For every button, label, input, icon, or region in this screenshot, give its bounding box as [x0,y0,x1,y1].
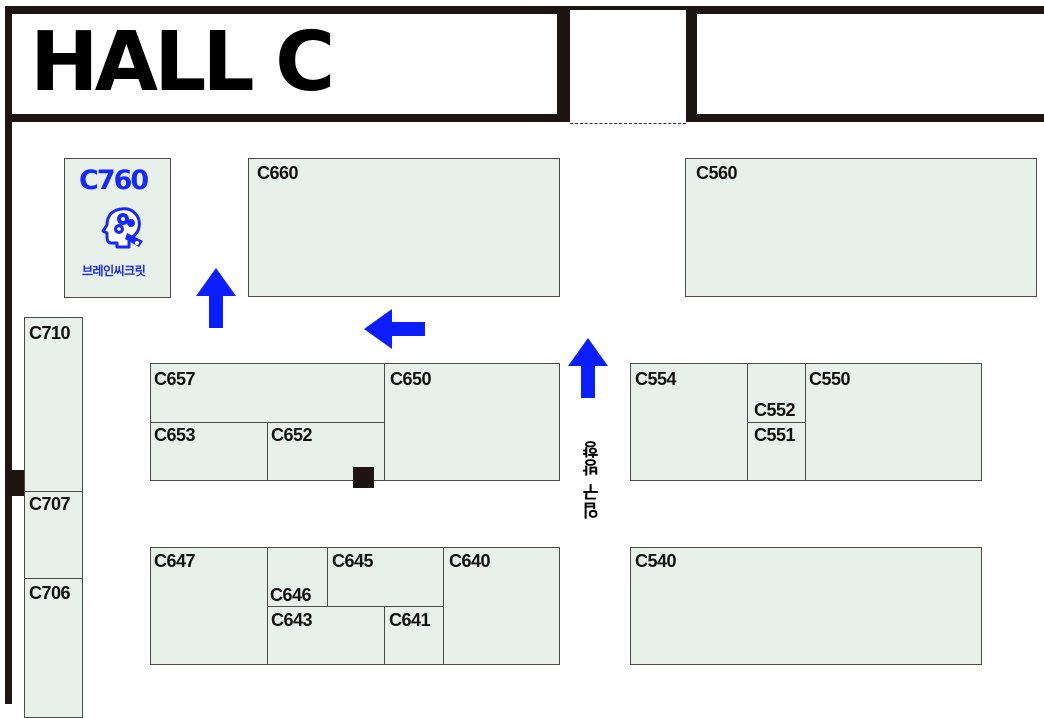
booth-c645[interactable]: C645 [327,547,444,607]
booth-c550-label: C550 [809,369,851,389]
booth-c653[interactable]: C653 [150,422,268,481]
booth-c540[interactable]: C540 [630,547,982,665]
top-right-frame [690,6,1044,122]
booth-c550[interactable]: C550 [805,363,982,481]
booth-c540-label: C540 [635,551,677,571]
booth-c652[interactable]: C652 [267,422,385,481]
booth-c653-label: C653 [154,425,196,445]
booth-c640[interactable]: C640 [443,547,560,665]
booth-c646-label: C646 [270,585,312,605]
booth-c643-label: C643 [271,610,313,630]
left-wall [5,120,12,704]
booth-c647-label: C647 [154,551,196,571]
booth-c660[interactable]: C660 [248,158,560,297]
entrance-direction-label: 입구 방향 [583,440,603,519]
booth-c641-label: C641 [389,610,431,630]
top-mid-wall-right-post [686,6,692,122]
booth-c640-label: C640 [449,551,491,571]
booth-c641[interactable]: C641 [384,606,444,665]
booth-c650[interactable]: C650 [384,363,560,481]
booth-c647[interactable]: C647 [150,547,268,665]
hall-title-frame [5,6,564,122]
doorway-line [570,123,686,124]
booth-c645-label: C645 [332,551,374,571]
booth-c554-label: C554 [635,369,677,389]
booth-c707[interactable]: C707 [24,491,83,579]
booth-c552[interactable]: C552 [747,363,806,423]
booth-c706[interactable]: C706 [24,578,83,718]
arrow-left-icon [364,308,426,350]
booth-c707-label: C707 [29,494,71,514]
booth-c560-label: C560 [696,163,738,183]
pillar [353,467,374,488]
booth-c554[interactable]: C554 [630,363,748,481]
booth-c551-label: C551 [754,425,796,445]
booth-c760-label: C760 [79,165,149,196]
hall-title: HALL C [30,15,335,110]
booth-c710[interactable]: C710 [24,317,83,492]
booth-c710-label: C710 [29,323,71,343]
booth-c657[interactable]: C657 [150,363,385,423]
wall-notch [5,470,25,496]
arrow-up-icon [195,268,237,330]
booth-c760[interactable]: C760 브레인씨크릿 [64,158,171,298]
brand-name: 브레인씨크릿 [82,264,146,278]
booth-c551[interactable]: C551 [747,422,806,481]
top-mid-wall-left-post [564,6,570,122]
booth-c706-label: C706 [29,583,71,603]
booth-c660-label: C660 [257,163,299,183]
brain-face-logo-icon [91,203,147,255]
booth-c657-label: C657 [154,369,196,389]
top-mid-wall [564,6,690,10]
booth-c560[interactable]: C560 [685,158,1037,297]
arrow-up-icon [567,338,609,400]
booth-c643[interactable]: C643 [267,606,385,665]
booth-c650-label: C650 [390,369,432,389]
booth-c652-label: C652 [271,425,313,445]
booth-c552-label: C552 [754,400,796,420]
